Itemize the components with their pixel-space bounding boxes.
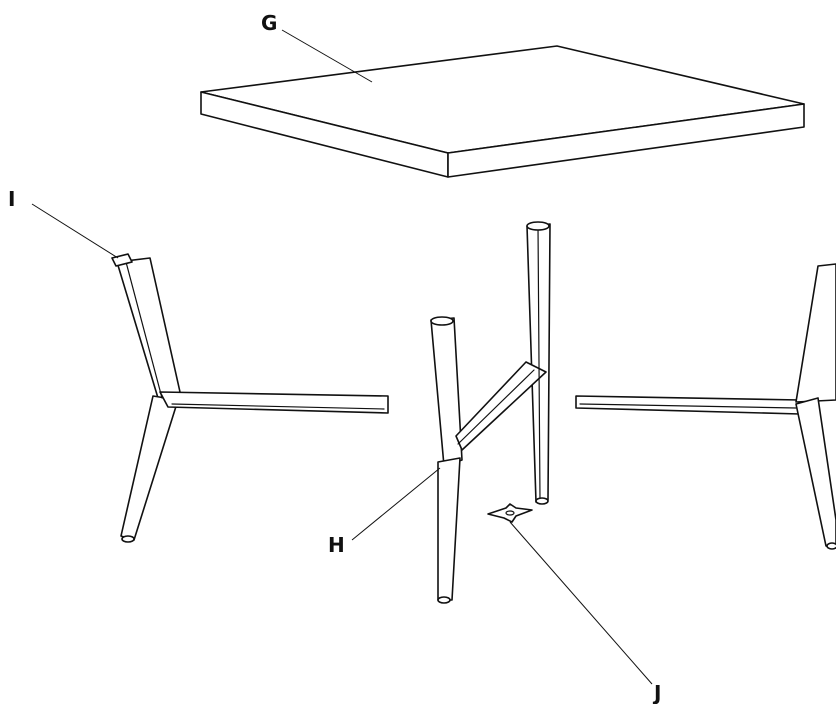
- center-cross-brace: [455, 361, 547, 451]
- part-i-right-leg: [575, 263, 836, 550]
- center-front-post-cap: [430, 316, 454, 326]
- right-leg-lower-strut: [795, 397, 836, 549]
- leader-h: [351, 467, 441, 541]
- connector-plate: [487, 503, 533, 523]
- callout-j: J: [652, 681, 661, 704]
- leader-i: [31, 203, 119, 259]
- leader-g: [281, 29, 373, 83]
- left-leg-horizontal-arm: [159, 391, 389, 414]
- left-leg-upper-strut: [116, 257, 181, 399]
- leader-j: [509, 521, 653, 685]
- right-leg-foot: [826, 542, 836, 550]
- center-front-post-lower: [437, 457, 461, 601]
- left-leg-lower-strut: [120, 395, 179, 541]
- part-j-connector-plate: [487, 503, 533, 523]
- table-top-right-edge: [447, 103, 805, 178]
- left-leg-foot: [121, 535, 135, 543]
- part-i-left-leg: [111, 253, 389, 543]
- left-leg-upper-edge: [125, 261, 163, 399]
- callout-h: H: [328, 533, 345, 557]
- right-leg-upper-strut: [795, 263, 836, 403]
- left-leg-arm-edge: [171, 403, 385, 410]
- part-h-center-leg-frame: [430, 221, 551, 604]
- center-back-post-cap: [526, 221, 550, 231]
- center-front-post-upper: [430, 317, 463, 467]
- right-leg-arm-edge: [579, 403, 797, 409]
- center-back-post-foot: [535, 497, 549, 505]
- callout-i: I: [8, 187, 15, 211]
- center-cross-brace-edge: [457, 369, 535, 445]
- callout-g: G: [261, 11, 277, 35]
- center-back-post-edge: [537, 225, 541, 501]
- connector-plate-hole: [505, 510, 515, 516]
- part-g-table-top: [200, 45, 805, 178]
- center-front-post-foot: [437, 596, 451, 604]
